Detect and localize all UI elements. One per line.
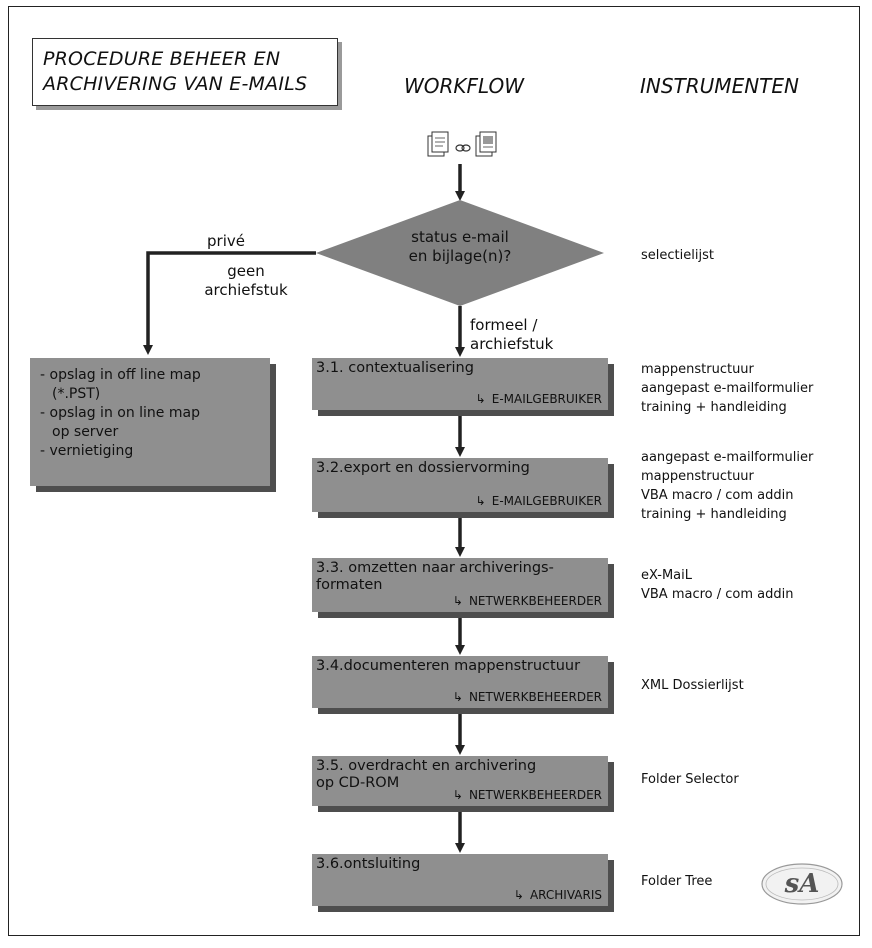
branch-label-formeel: formeel / archiefstuk [470, 316, 580, 354]
sa-logo: sA [761, 863, 843, 905]
link-icon [455, 144, 471, 152]
private-storage-box: - opslag in off line map (*.PST) - opsla… [30, 358, 270, 486]
step-title: 3.2.export en dossiervorming [316, 460, 530, 476]
step-actor: ↳ E-MAILGEBRUIKER [476, 494, 602, 508]
instruments-step-3-3: eX-MaiL VBA macro / com addin [641, 566, 794, 604]
instrument-item: aangepast e-mailformulier [641, 450, 814, 465]
instruments-step-3-4: XML Dossierlijst [641, 676, 744, 695]
instrument-item: aangepast e-mailformulier [641, 381, 814, 396]
instruments-step-3-6: Folder Tree [641, 872, 712, 891]
page-frame [8, 6, 860, 936]
step-3-6: 3.6.ontsluiting ↳ ARCHIVARIS [312, 854, 608, 906]
logo-text: sA [784, 869, 820, 899]
step-actor: ↳ NETWERKBEHEERDER [453, 690, 602, 704]
actor-arrow-icon: ↳ [513, 888, 524, 902]
branch-label-geen-line-2: archiefstuk [204, 281, 288, 299]
step-actor-name: NETWERKBEHEERDER [468, 594, 602, 608]
step-title: 3.5. overdracht en archivering op CD-ROM [316, 758, 537, 791]
instruments-heading: INSTRUMENTEN [640, 74, 799, 98]
actor-arrow-icon: ↳ [452, 788, 463, 802]
step-title: 3.1. contextualisering [316, 360, 474, 376]
branch-label-prive: privé [207, 232, 245, 250]
instrument-decision: selectielijst [641, 248, 714, 263]
step-title: 3.4.documenteren mappenstructuur [316, 658, 581, 674]
step-title: 3.3. omzetten naar archiverings- formate… [316, 560, 554, 593]
step-3-3: 3.3. omzetten naar archiverings- formate… [312, 558, 608, 612]
title-line-2: ARCHIVERING VAN E-MAILS [43, 73, 308, 95]
branch-label-geen-line-1: geen [227, 262, 265, 280]
step-3-1: 3.1. contextualisering ↳ E-MAILGEBRUIKER [312, 358, 608, 410]
instrument-item: Folder Selector [641, 772, 739, 787]
decision-line-1: status e-mail [411, 228, 509, 246]
step-actor-name: E-MAILGEBRUIKER [491, 392, 602, 406]
instrument-item: mappenstructuur [641, 362, 754, 377]
decision-label: status e-mail en bijlage(n)? [390, 228, 530, 266]
title-line-1: PROCEDURE BEHEER EN [43, 48, 281, 70]
step-actor-name: NETWERKBEHEERDER [468, 788, 602, 802]
procedure-title-box: PROCEDURE BEHEER EN ARCHIVERING VAN E-MA… [32, 38, 338, 106]
document-icon [427, 131, 449, 157]
decision-diamond [316, 200, 604, 306]
private-item-2: (*.PST) [52, 386, 101, 402]
instrument-item: eX-MaiL [641, 568, 692, 583]
private-item-1: - opslag in off line map [40, 367, 201, 383]
arrow-decision-to-private [143, 251, 316, 355]
actor-arrow-icon: ↳ [475, 494, 486, 508]
step-actor: ↳ NETWERKBEHEERDER [453, 788, 602, 802]
instrument-item: VBA macro / com addin [641, 587, 794, 602]
step-actor-name: E-MAILGEBRUIKER [491, 494, 602, 508]
decision-line-2: en bijlage(n)? [408, 247, 512, 265]
instruments-step-3-5: Folder Selector [641, 770, 739, 789]
step-actor-name: ARCHIVARIS [529, 888, 602, 902]
branch-label-formeel-line-2: archiefstuk [470, 335, 554, 353]
step-3-2: 3.2.export en dossiervorming ↳ E-MAILGEBR… [312, 458, 608, 512]
step-3-5: 3.5. overdracht en archivering op CD-ROM… [312, 756, 608, 806]
private-item-3: - opslag in on line map [40, 405, 200, 421]
actor-arrow-icon: ↳ [475, 392, 486, 406]
instruments-step-3-1: mappenstructuur aangepast e-mailformulie… [641, 360, 813, 417]
document-icon [475, 131, 497, 157]
workflow-heading: WORKFLOW [404, 74, 525, 98]
start-icons [427, 131, 497, 157]
instrument-item: VBA macro / com addin [641, 488, 794, 503]
step-actor: ↳ ARCHIVARIS [514, 888, 602, 902]
instrument-item: training + handleiding [641, 507, 787, 522]
actor-arrow-icon: ↳ [452, 594, 463, 608]
branch-label-geen-archiefstuk: geen archiefstuk [196, 262, 296, 300]
actor-arrow-icon: ↳ [452, 690, 463, 704]
private-item-4: op server [52, 424, 119, 440]
instrument-item: training + handleiding [641, 400, 787, 415]
step-actor-name: NETWERKBEHEERDER [468, 690, 602, 704]
instrument-item: XML Dossierlijst [641, 678, 744, 693]
instrument-item: mappenstructuur [641, 469, 754, 484]
private-item-5: - vernietiging [40, 443, 134, 459]
instruments-step-3-2: aangepast e-mailformulier mappenstructuu… [641, 448, 813, 524]
instrument-item: Folder Tree [641, 874, 713, 889]
branch-label-formeel-line-1: formeel / [470, 316, 538, 334]
step-3-4: 3.4.documenteren mappenstructuur ↳ NETWER… [312, 656, 608, 708]
step-title: 3.6.ontsluiting [316, 856, 421, 872]
step-actor: ↳ NETWERKBEHEERDER [453, 594, 602, 608]
step-actor: ↳ E-MAILGEBRUIKER [476, 392, 602, 406]
